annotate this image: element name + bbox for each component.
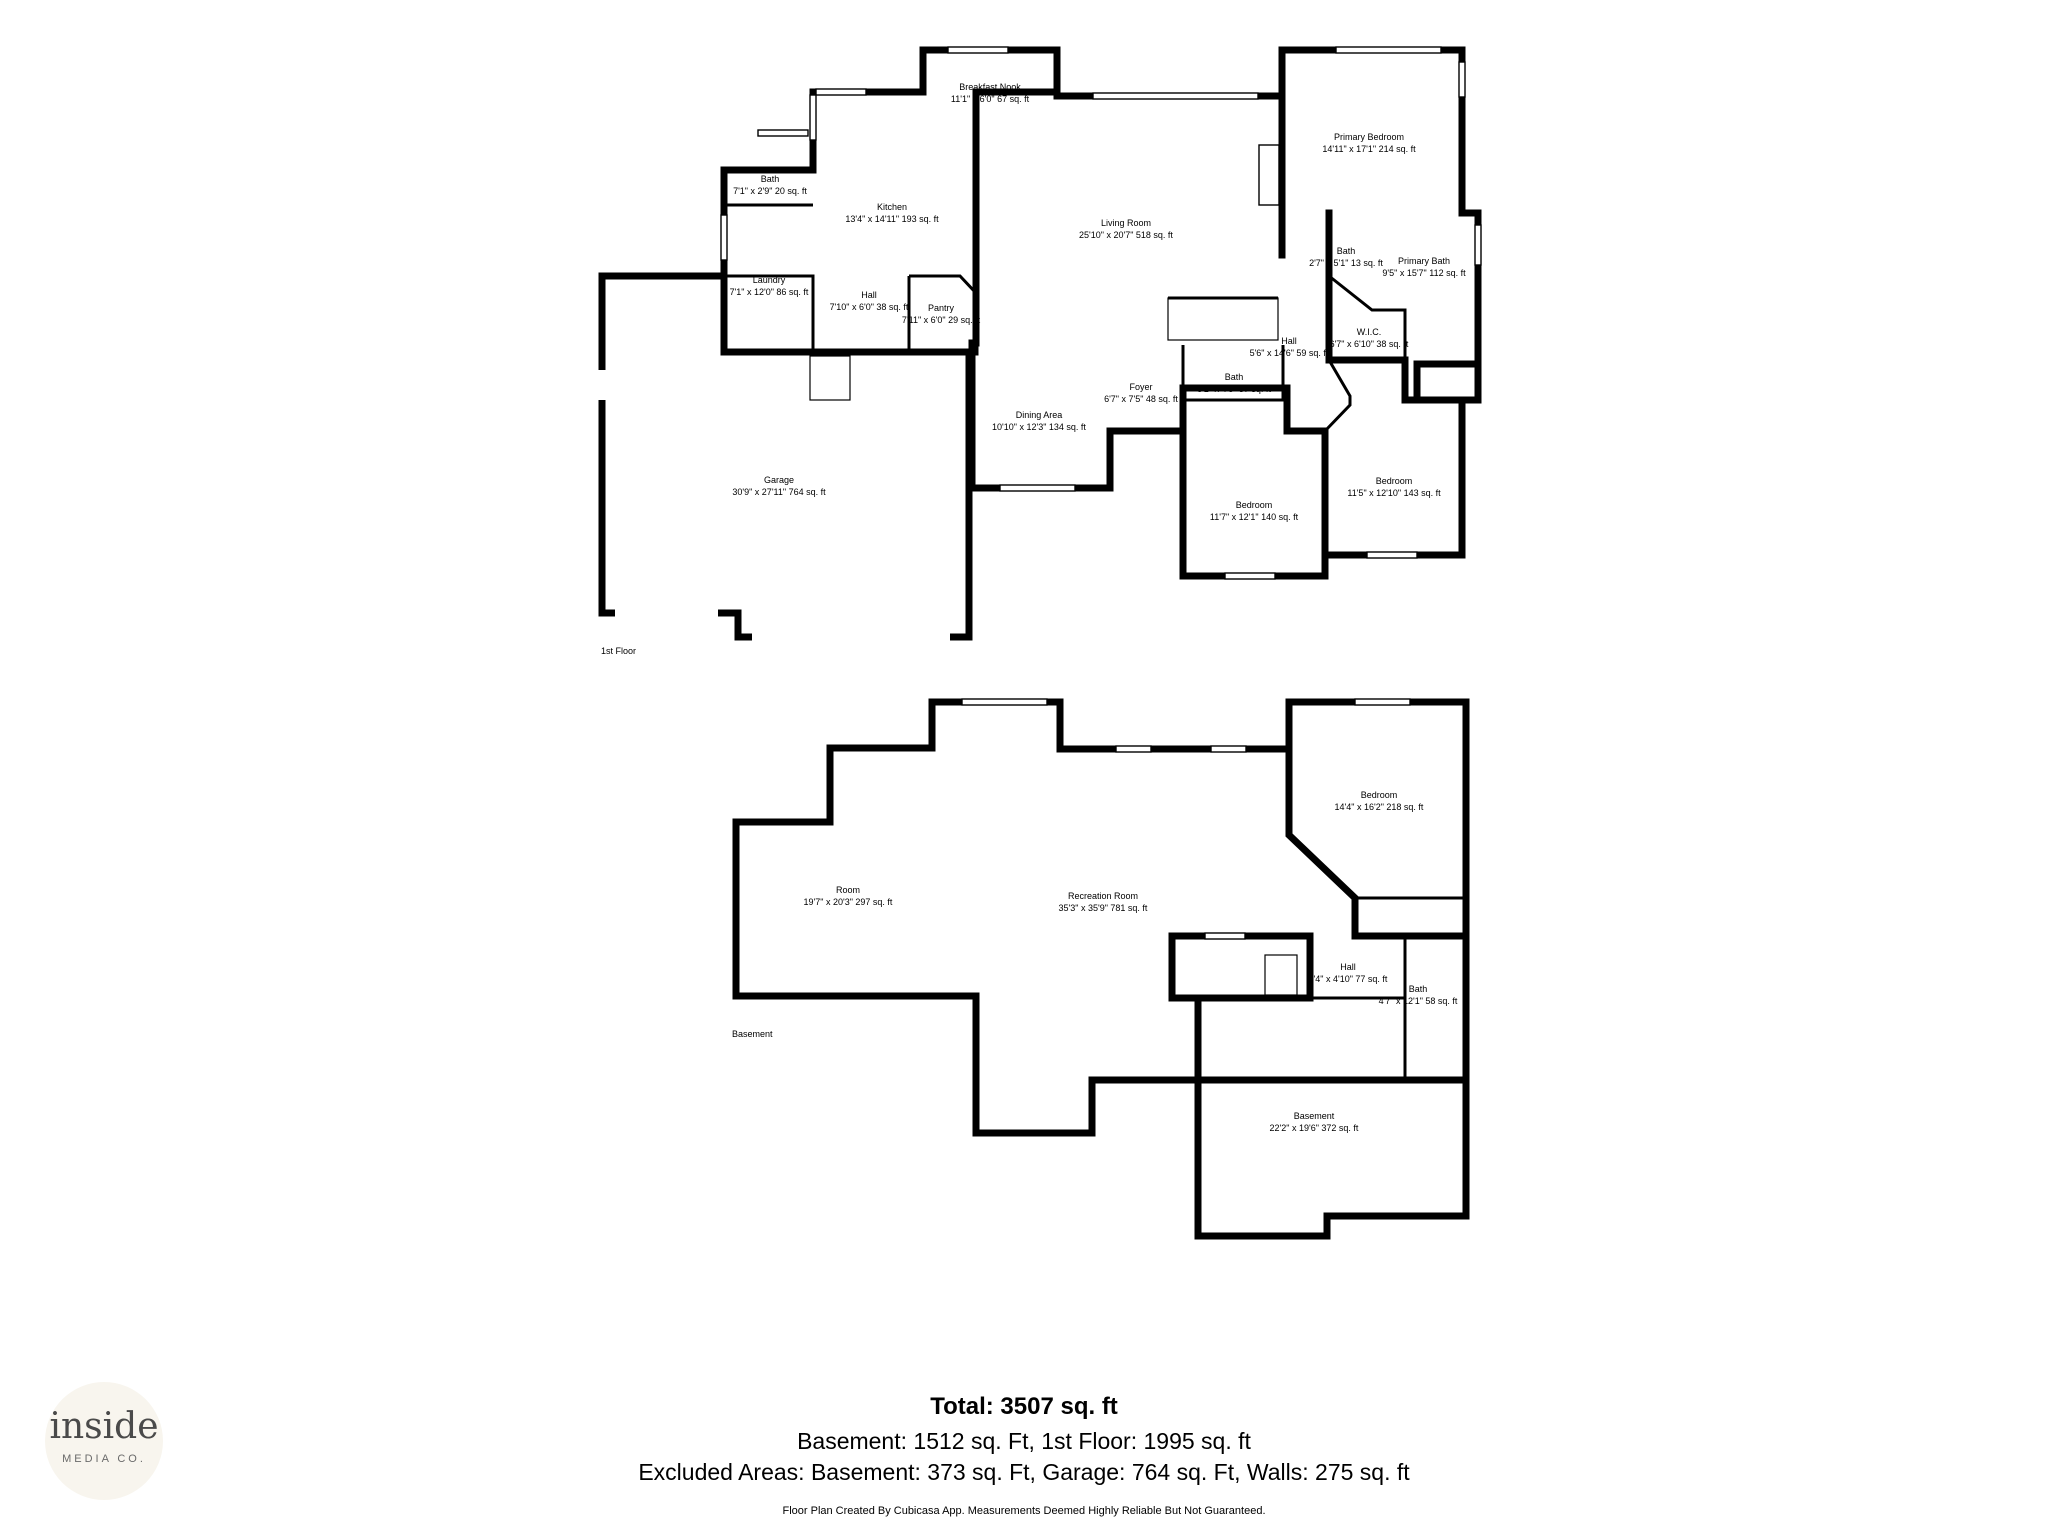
first-floor-stairs xyxy=(809,296,1279,401)
window xyxy=(1204,932,1246,940)
room-name-recreation: Recreation Room xyxy=(1068,891,1138,901)
floor-areas: Basement: 1512 sq. Ft, 1st Floor: 1995 s… xyxy=(797,1428,1251,1454)
excluded-areas: Excluded Areas: Basement: 373 sq. Ft, Ga… xyxy=(638,1459,1410,1485)
room-dims-hall-1: 7'10" x 6'0" 38 sq. ft xyxy=(830,302,909,312)
room-dims-living-room: 25'10" x 20'7" 518 sq. ft xyxy=(1079,230,1173,240)
window xyxy=(1115,745,1152,753)
garage-wall xyxy=(598,272,973,641)
laundry-hall-wall xyxy=(724,274,815,352)
room-dims-foyer: 6'7" x 7'5" 48 sq. ft xyxy=(1104,394,1178,404)
room-name-breakfast-nook: Breakfast Nook xyxy=(959,82,1021,92)
floor-label-basement: Basement xyxy=(732,1029,773,1039)
room-name-bath-small: Bath xyxy=(1337,246,1356,256)
floor-label-first: 1st Floor xyxy=(601,646,636,656)
disclaimer: Floor Plan Created By Cubicasa App. Meas… xyxy=(782,1505,1266,1517)
basement-hall-wall xyxy=(1194,994,1470,1084)
pantry-wall xyxy=(909,274,977,343)
window xyxy=(1458,61,1466,98)
room-dims-bedroom-2: 11'7" x 12'1" 140 sq. ft xyxy=(1210,512,1299,522)
room-dims-laundry: 7'1" x 12'0" 86 sq. ft xyxy=(730,287,809,297)
bedroom-wall-upper xyxy=(1179,384,1329,559)
total-area: Total: 3507 sq. ft xyxy=(930,1393,1118,1420)
room-name-garage: Garage xyxy=(764,475,794,485)
room-dims-garage: 30'9" x 27'11" 764 sq. ft xyxy=(732,487,826,497)
room-name-bsmt-bedroom: Bedroom xyxy=(1361,790,1398,800)
room-dims-bsmt-bedroom: 14'4" x 16'2" 218 sq. ft xyxy=(1335,802,1424,812)
logo-wordmark: inside xyxy=(49,1406,159,1447)
room-dims-recreation: 35'3" x 35'9" 781 sq. ft xyxy=(1059,903,1148,913)
room-dims-wic: 6'7" x 6'10" 38 sq. ft xyxy=(1330,339,1409,349)
window xyxy=(1210,745,1247,753)
room-name-primary-bedroom: Primary Bedroom xyxy=(1334,132,1404,142)
window xyxy=(720,214,728,261)
room-name-hall-1: Hall xyxy=(861,290,877,300)
room-dims-bedroom-1: 11'5" x 12'10" 143 sq. ft xyxy=(1347,488,1441,498)
room-name-hall-2: Hall xyxy=(1281,336,1297,346)
fireplace xyxy=(1258,144,1280,206)
basement-exterior-wall xyxy=(732,698,1470,1240)
window xyxy=(1354,698,1411,706)
window xyxy=(1474,224,1482,266)
basement-stairs xyxy=(1264,954,1298,996)
kitchen-west-wall xyxy=(720,88,979,356)
wic-wall xyxy=(1413,360,1482,404)
room-dims-breakfast-nook: 11'1" x 6'0" 67 sq. ft xyxy=(951,94,1030,104)
window xyxy=(947,46,1009,54)
room-name-foyer: Foyer xyxy=(1129,382,1152,392)
room-name-bedroom-2: Bedroom xyxy=(1236,500,1273,510)
room-dims-hall-2: 5'6" x 14'6" 59 sq. ft xyxy=(1250,348,1329,358)
room-name-bedroom-1: Bedroom xyxy=(1376,476,1413,486)
room-name-living-room: Living Room xyxy=(1101,218,1151,228)
logo-subtitle: MEDIA CO. xyxy=(62,1453,146,1465)
window xyxy=(961,698,1048,706)
window xyxy=(999,484,1076,492)
room-name-wic: W.I.C. xyxy=(1357,327,1382,337)
room-name-bsmt-bath: Bath xyxy=(1409,984,1428,994)
window xyxy=(757,129,809,137)
hall-bath-wall xyxy=(1181,345,1285,402)
bedroom-partition xyxy=(1323,359,1352,433)
room-name-bath-mid: Bath xyxy=(1225,372,1244,382)
room-name-bsmt-hall: Hall xyxy=(1340,962,1356,972)
room-labels: Breakfast Nook 11'1" x 6'0" 67 sq. ft Prim… xyxy=(730,82,1467,1133)
room-name-bath-upper: Bath xyxy=(761,174,780,184)
room-name-kitchen: Kitchen xyxy=(877,202,907,212)
room-dims-primary-bath: 9'5" x 15'7" 112 sq. ft xyxy=(1382,268,1466,278)
room-dims-bsmt-basement: 22'2" x 19'6" 372 sq. ft xyxy=(1270,1123,1359,1133)
room-name-laundry: Laundry xyxy=(753,275,786,285)
window xyxy=(809,94,817,141)
primary-bath-wall xyxy=(1325,209,1482,404)
window xyxy=(815,88,867,96)
room-name-dining: Dining Area xyxy=(1016,410,1063,420)
basement-bedroom-wall xyxy=(1285,745,1470,940)
basement-plan xyxy=(732,698,1470,1240)
room-name-bsmt-basement: Basement xyxy=(1294,1111,1335,1121)
room-dims-kitchen: 13'4" x 14'11" 193 sq. ft xyxy=(845,214,939,224)
room-name-room: Room xyxy=(836,885,860,895)
room-dims-bsmt-bath: 4'7" x 12'1" 58 sq. ft xyxy=(1379,996,1458,1006)
first-floor-plan xyxy=(597,46,1482,642)
window xyxy=(1092,92,1259,100)
room-dims-dining: 10'10" x 12'3" 134 sq. ft xyxy=(992,422,1086,432)
inside-media-logo: inside MEDIA CO. xyxy=(45,1382,163,1500)
room-name-primary-bath: Primary Bath xyxy=(1398,256,1450,266)
window xyxy=(1224,572,1276,580)
room-dims-bath-small: 2'7" x 5'1" 13 sq. ft xyxy=(1309,258,1383,268)
window xyxy=(1335,46,1442,54)
room-dims-pantry: 7'11" x 6'0" 29 sq. ft xyxy=(902,315,981,325)
room-dims-primary-bedroom: 14'11" x 17'1" 214 sq. ft xyxy=(1322,144,1416,154)
room-dims-room: 19'7" x 20'3" 297 sq. ft xyxy=(804,897,893,907)
room-dims-bath-mid: 8'1" x 4'8" 37 sq. ft xyxy=(1197,384,1271,394)
room-dims-bsmt-hall: 8'4" x 4'10" 77 sq. ft xyxy=(1309,974,1388,984)
room-name-pantry: Pantry xyxy=(928,303,955,313)
primary-bath-partition xyxy=(1328,274,1407,360)
window xyxy=(1366,551,1418,559)
room-dims-bath-upper: 7'1" x 2'9" 20 sq. ft xyxy=(733,186,807,196)
